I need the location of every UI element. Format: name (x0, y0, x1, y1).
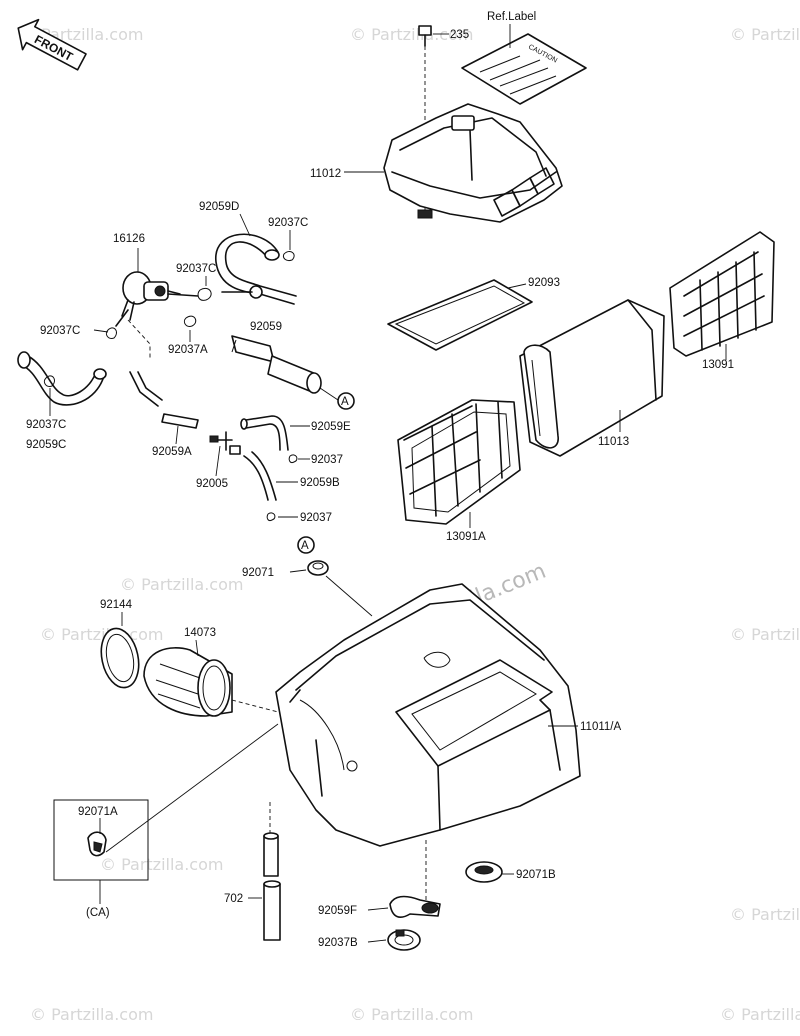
callout-a-text: A (301, 540, 309, 552)
label-92037C-d: 92037C (26, 419, 66, 431)
label-92059C: 92059C (26, 439, 66, 451)
watermark: © Partzilla.com (730, 905, 800, 924)
hose-92059B (243, 451, 277, 501)
label-11011A: 11011/A (580, 721, 621, 733)
label-92059B: 92059B (300, 477, 340, 489)
callout-a-bottom: A (297, 536, 315, 554)
hose-92059 (231, 335, 322, 394)
watermark: © Partzilla.com (100, 855, 223, 874)
element-11013 (519, 299, 665, 457)
clamp-92037-b (266, 512, 276, 521)
label-702: 702 (224, 893, 243, 905)
element-frame-13091A (397, 399, 521, 525)
air-cleaner-cover-11012 (383, 103, 563, 223)
pipe-702 (263, 832, 281, 941)
watermark: © Partzilla.com (30, 1005, 153, 1024)
grommet-92071 (307, 560, 329, 576)
label-92037B: 92037B (318, 937, 358, 949)
label-13091: 13091 (702, 359, 734, 371)
callout-a-text: A (341, 396, 349, 408)
grommet-92071A (87, 831, 107, 857)
clamp-92037A (183, 315, 197, 327)
clamp-92037C-mid (167, 285, 263, 301)
front-arrow-icon: FRONT (17, 18, 87, 71)
label-11013: 11013 (598, 436, 629, 448)
label-92071A: 92071A (78, 806, 118, 818)
label-92059F: 92059F (318, 905, 357, 917)
label-13091A: 13091A (446, 531, 486, 543)
label-92037-b: 92037 (300, 512, 332, 524)
label-92037C-a: 92037C (268, 217, 308, 229)
watermark: © Partzilla.com (350, 1005, 473, 1024)
watermark: © Partzilla.com (730, 625, 800, 644)
drain-hose-92059F (389, 895, 441, 918)
valve-16126 (121, 271, 181, 321)
label-92037C-b: 92037C (176, 263, 216, 275)
hose-92059C (17, 351, 107, 406)
label-92037A: 92037A (168, 344, 208, 356)
watermark: © Partzilla.com (40, 625, 163, 644)
gasket-92093 (387, 279, 533, 351)
label-92037C-c: 92037C (40, 325, 80, 337)
label-92144: 92144 (100, 599, 133, 611)
label-92059A: 92059A (152, 446, 192, 458)
label-92005: 92005 (196, 478, 228, 490)
watermark: © Partzilla.com (730, 25, 800, 44)
label-14073: 14073 (184, 627, 216, 639)
label-92059: 92059 (250, 321, 282, 333)
label-92059E: 92059E (311, 421, 351, 433)
label-92037-a: 92037 (311, 454, 343, 466)
gasket-92144 (100, 627, 140, 689)
bolt-235-icon (418, 25, 432, 47)
callout-a-top: A (337, 392, 355, 410)
label-92093: 92093 (528, 277, 560, 289)
label-ca: (CA) (86, 907, 110, 919)
fitting-92005 (209, 431, 241, 455)
label-92071B: 92071B (516, 869, 556, 881)
hose-92059E (240, 415, 289, 451)
clamp-92037B (387, 929, 421, 951)
clamp-92037-a (288, 454, 298, 463)
hose-92059A (129, 371, 199, 429)
element-frame-13091 (669, 231, 775, 357)
label-92059D: 92059D (199, 201, 239, 213)
watermark: © Partzilla.com (350, 25, 473, 44)
duct-14073 (143, 647, 233, 717)
clamp-92037C-left (43, 375, 55, 387)
inset-box-ca (53, 799, 149, 881)
clamp-92037C-left-top (105, 309, 129, 339)
clamp-92037C-top (283, 251, 295, 261)
grommet-92071B (465, 861, 503, 883)
air-cleaner-case-11011A (275, 583, 581, 847)
caution-label-card: CAUTION (461, 33, 587, 105)
label-92071: 92071 (242, 567, 274, 579)
label-ref-label: Ref.Label (487, 11, 536, 23)
label-235: 235 (450, 29, 469, 41)
label-11012: 11012 (310, 168, 341, 180)
label-16126: 16126 (113, 233, 145, 245)
watermark: © Partzilla.com (720, 1005, 800, 1024)
watermark: © Partzilla.com (120, 575, 243, 594)
